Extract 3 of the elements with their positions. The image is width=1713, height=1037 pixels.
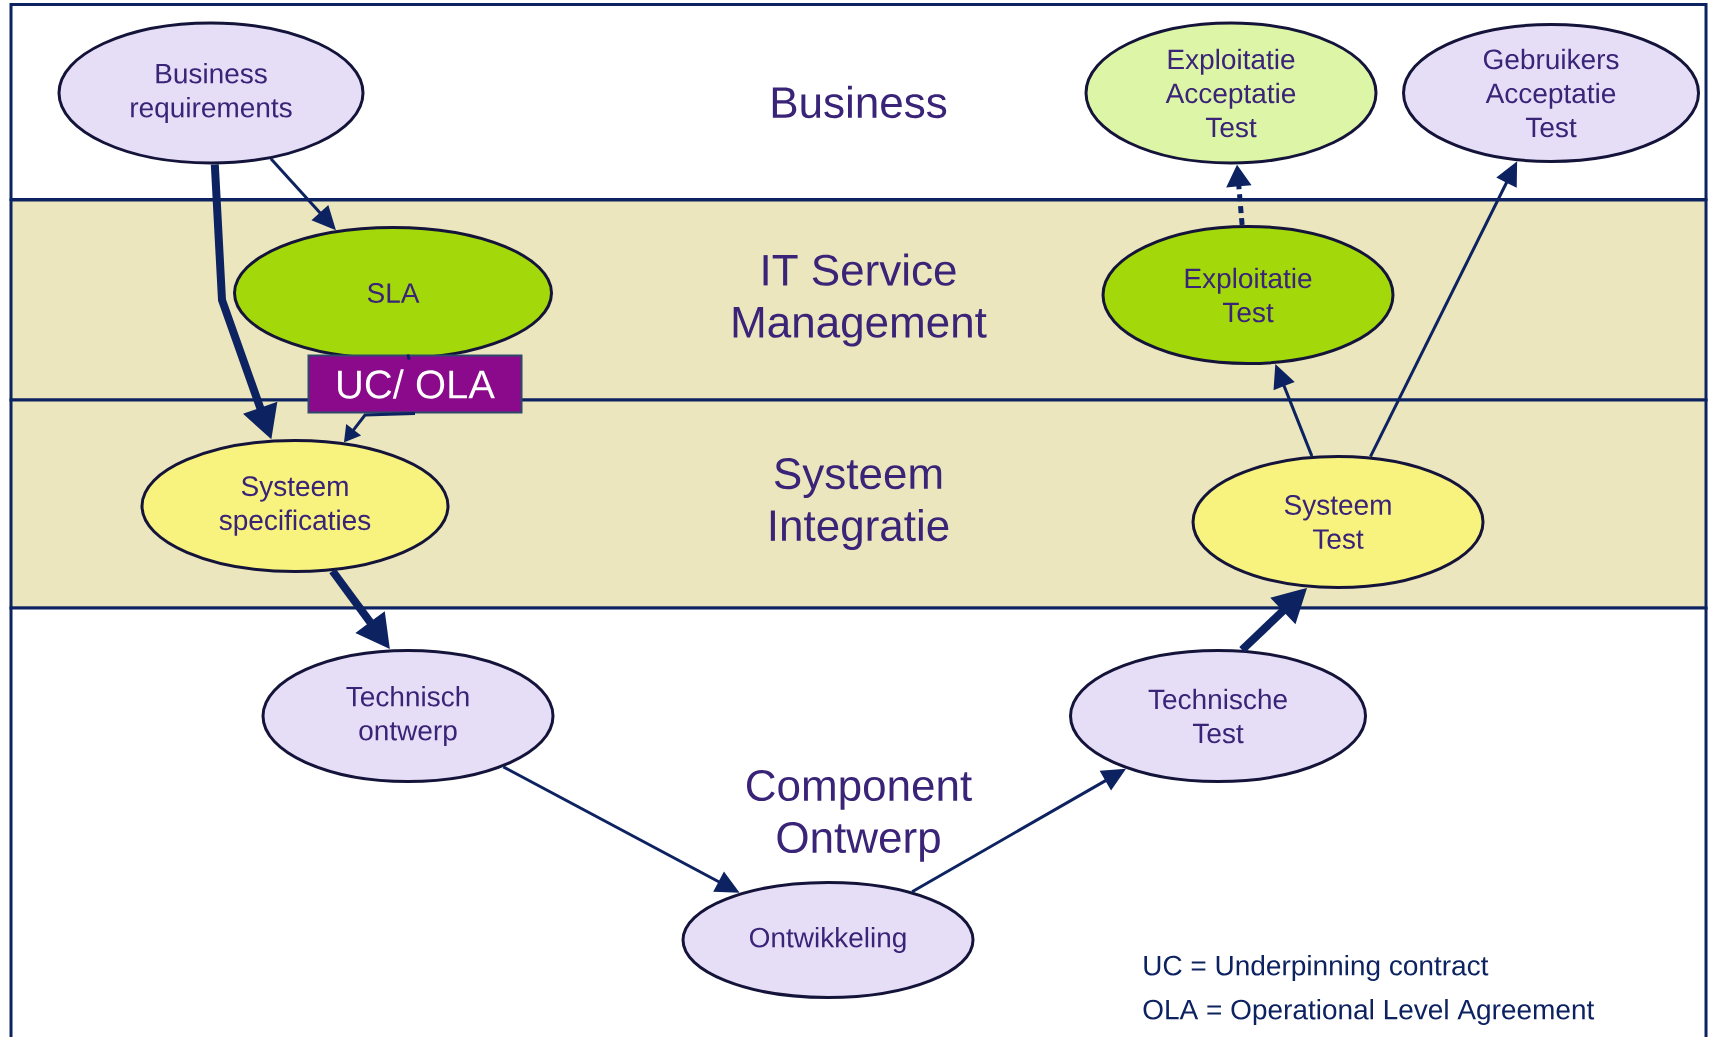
- note-text: OLA = Operational Level Agreement: [1143, 998, 1595, 1026]
- tag-box: UC/ OLA: [307, 354, 523, 414]
- note-text: UC = Underpinning contract: [1144, 954, 1489, 982]
